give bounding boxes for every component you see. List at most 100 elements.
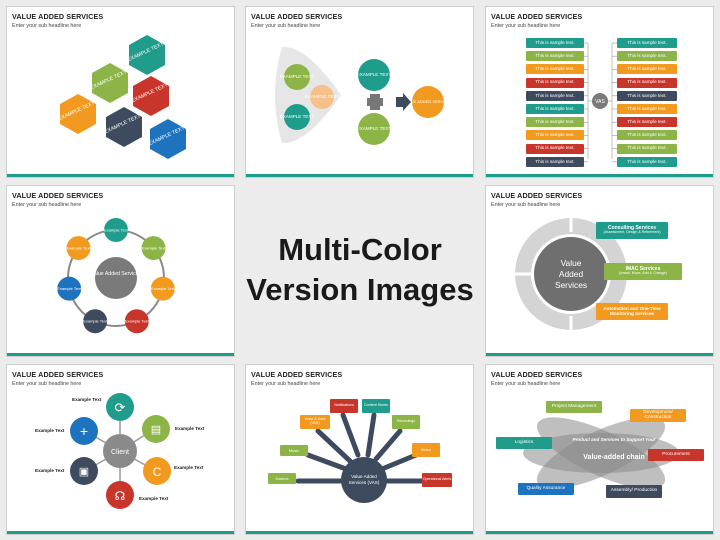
example-label: Example Text <box>35 468 65 473</box>
chain-box-dev: Development/ Construction <box>630 409 686 422</box>
service-title: Automation and One-Time Monitoring Servi… <box>603 305 661 316</box>
vas-label: VAS <box>595 99 605 105</box>
result-label: VALUE ADDED SERVICES <box>404 99 453 104</box>
document-icon: ▣ <box>79 466 89 478</box>
ring-diagram: Value Added Services Example TextExample… <box>57 218 176 334</box>
service-box-imac: IMAC Services (Install, Move, Add & Chan… <box>604 263 682 280</box>
circle-label: EXAMPLE TEXT <box>357 72 392 77</box>
center-caption: Multi-Color Version Images <box>245 183 475 357</box>
hub-box-video: Video <box>412 443 440 457</box>
service-sub: (Assessment, Design & Retirement) <box>603 230 661 235</box>
ring-node <box>150 276 175 301</box>
ring-node <box>66 236 91 261</box>
vas-right-item: This is sample text. <box>617 51 677 62</box>
ring-node-label: Example Text <box>142 246 167 251</box>
vas-left-item: This is sample text. <box>526 143 584 154</box>
circle-label: EXAMPLE TEXT <box>280 74 315 79</box>
hub-box-games: Games <box>268 473 296 484</box>
slide-thumb-6[interactable]: VALUE ADDED SERVICES Enter your sub head… <box>6 364 235 535</box>
vas-right-item: This is sample text. <box>617 130 677 141</box>
service-title: Consulting Services <box>607 225 657 232</box>
slide-title: VALUE ADDED SERVICES <box>251 12 343 21</box>
slide-thumb-3[interactable]: VALUE ADDED SERVICES Enter your sub head… <box>485 6 714 178</box>
refresh-icon: ⟳ <box>115 400 126 415</box>
chain-box-procurement: Procurement <box>648 449 704 461</box>
hub-box-music: Music <box>280 445 308 456</box>
chain-box-pm: Project Management <box>546 401 602 413</box>
currency-icon: C <box>153 465 162 479</box>
vas-left-item: This is sample text. <box>526 51 584 62</box>
caption-line-2: Version Images <box>246 272 474 307</box>
slide-title: VALUE ADDED SERVICES <box>491 191 583 200</box>
ring-node <box>57 276 82 301</box>
client-diagram: Client ⟳ ▤ C ☊ ▣ + Example Text Example … <box>35 393 205 509</box>
service-box-consulting: Consulting Services (Assessment, Design … <box>596 222 668 239</box>
ring-node-label: Example Text <box>151 286 176 291</box>
slide-subtitle: Enter your sub headline here <box>12 23 82 29</box>
vas-left-item: This is sample text. <box>526 117 584 128</box>
example-label: Example Text <box>35 428 65 433</box>
combine-diagram: EXAMPLE TEXT EXAMPLE TEXT EXAMPLE TEXT E… <box>275 46 453 145</box>
caption-line-1: Multi-Color <box>278 232 442 267</box>
vas-left-item: This is sample text. <box>526 77 584 88</box>
service-sub: (Install, Move, Add & Change) <box>619 271 667 276</box>
slide-title: VALUE ADDED SERVICES <box>251 370 343 379</box>
slide-thumb-1[interactable]: VALUE ADDED SERVICES Enter your sub head… <box>6 6 235 178</box>
example-label: Example Text <box>139 496 169 501</box>
slide-title: VALUE ADDED SERVICES <box>491 12 583 21</box>
slide-subtitle: Enter your sub headline here <box>12 381 82 387</box>
headset-icon: ☊ <box>115 489 126 503</box>
slide-title: VALUE ADDED SERVICES <box>12 370 104 379</box>
ring-node-label: Example Text <box>83 319 108 324</box>
vas-right-item: This is sample text. <box>617 38 677 48</box>
ring-node-label: Example Text <box>125 319 150 324</box>
slide-thumb-2[interactable]: VALUE ADDED SERVICES Enter your sub head… <box>245 6 474 178</box>
clipboard-icon: ▤ <box>151 424 161 436</box>
ring-node <box>124 309 149 334</box>
vas-right-item: This is sample text. <box>617 117 677 128</box>
slide-thumb-7[interactable]: VALUE ADDED SERVICES Enter your sub head… <box>245 364 474 535</box>
slide-subtitle: Enter your sub headline here <box>251 381 321 387</box>
service-box-automation: Automation and One-Time Monitoring Servi… <box>596 303 668 320</box>
chain-box-assembly: Assembly/ Production <box>606 485 662 498</box>
chain-subtitle: Product and Services to Support Your <box>573 437 656 442</box>
hub-box-voice: Voice & Data (VAS) <box>300 415 330 429</box>
ring-center-label: Value Added Services <box>91 271 142 277</box>
hexagon-cluster: EXAMPLE TEXT EXAMPLE TEXT EXAMPLE TEXT E… <box>58 35 186 159</box>
ring-node <box>141 236 166 261</box>
vas-right-item: This is sample text. <box>617 64 677 75</box>
hub-box-recordings: Recordings <box>392 415 420 429</box>
vas-right-item: This is sample text. <box>617 156 677 167</box>
slide-thumb-5[interactable]: VALUE ADDED SERVICES Enter your sub head… <box>485 185 714 357</box>
vas-right-item: This is sample text. <box>617 77 677 88</box>
vas-right-item: This is sample text. <box>617 143 677 154</box>
vas-left-item: This is sample text. <box>526 104 584 114</box>
ring-node-label: Example Text <box>57 286 82 291</box>
client-label: Client <box>111 449 129 456</box>
chain-box-logistics: Logistics <box>496 437 552 449</box>
vas-right-item: This is sample text. <box>617 104 677 114</box>
ring-node <box>83 309 108 334</box>
vas-list-diagram: VAS <box>584 42 617 163</box>
slide-thumb-4[interactable]: VALUE ADDED SERVICES Enter your sub head… <box>6 185 235 357</box>
circle-label: EXAMPLE TEXT <box>357 126 392 131</box>
example-label: Example Text <box>175 426 205 431</box>
ring-node-label: Example Text <box>104 228 129 233</box>
example-label: Example Text <box>174 465 204 470</box>
plus-icon: + <box>80 423 88 439</box>
hub-box-notifications: Notifications <box>330 399 358 413</box>
ring-node <box>104 218 128 242</box>
slide-subtitle: Enter your sub headline here <box>12 202 82 208</box>
slide-thumb-8[interactable]: VALUE ADDED SERVICES Enter your sub head… <box>485 364 714 535</box>
slide-subtitle: Enter your sub headline here <box>251 23 321 29</box>
service-title: IMAC Services <box>625 266 661 273</box>
slide-title: VALUE ADDED SERVICES <box>12 12 104 21</box>
vas-left-item: This is sample text. <box>526 130 584 141</box>
circle-label: EXAMPLE TEXT <box>280 114 315 119</box>
hub-box-alerts: Operational Alerts <box>422 473 452 487</box>
slide-subtitle: Enter your sub headline here <box>491 202 561 208</box>
